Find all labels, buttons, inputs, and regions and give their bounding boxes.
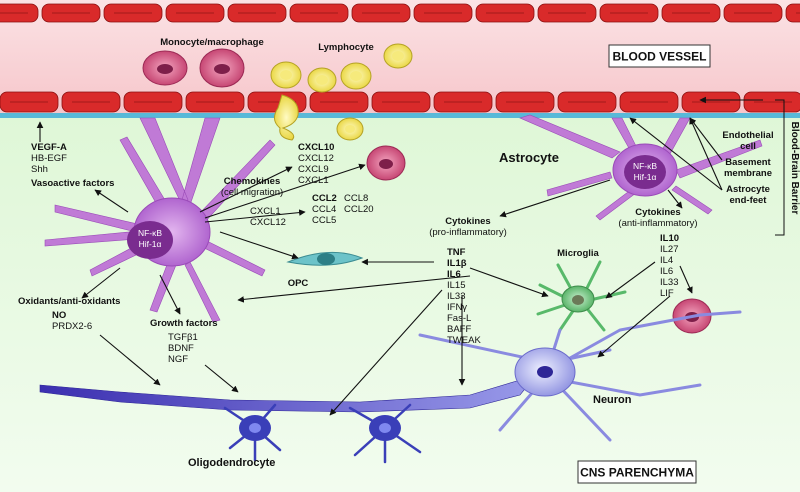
blood-vessel-box bbox=[608, 44, 711, 68]
neuron-label: Neuron bbox=[593, 394, 632, 406]
cyto-pro-title: Cytokines bbox=[445, 216, 490, 227]
cyto-pro-subtitle: (pro-inflammatory) bbox=[429, 227, 507, 238]
cyto-anti-item: IL33 bbox=[660, 277, 679, 288]
bbb-bracket bbox=[775, 99, 785, 236]
cyto-pro-item: Fas-L bbox=[447, 313, 471, 324]
opc-cell bbox=[286, 251, 364, 266]
oxidants-title: Oxidants/anti-oxidants bbox=[18, 296, 120, 307]
chemo-g2a-1: CCL4 bbox=[312, 204, 336, 215]
chemo-g2a-0: CCL2 bbox=[312, 193, 337, 204]
cyto-pro-item: BAFF bbox=[447, 324, 471, 335]
endothelial-row-top bbox=[0, 3, 800, 23]
bbb-endfeet-2: end-feet bbox=[730, 195, 768, 206]
cyto-pro-item: IL6 bbox=[447, 269, 461, 280]
bbb-endothelial-2: cell bbox=[740, 141, 756, 152]
chemokines-subtitle: (cell migration) bbox=[221, 187, 283, 198]
chemo-g2b-0: CCL8 bbox=[344, 193, 368, 204]
astrocyte-label: Astrocyte bbox=[499, 150, 559, 165]
endothelial-row-bottom bbox=[0, 91, 800, 113]
chemokines-title: Chemokines bbox=[224, 176, 281, 187]
chemo-opc-0: CXCL1 bbox=[250, 206, 281, 217]
cyto-anti-title: Cytokines bbox=[635, 207, 680, 218]
oxidants-prdx: PRDX2-6 bbox=[52, 321, 92, 332]
endothelial-cell bbox=[785, 3, 800, 23]
opc-label: OPC bbox=[288, 278, 309, 289]
cyto-pro-item: IL33 bbox=[447, 291, 466, 302]
signal-arrows bbox=[36, 96, 763, 416]
basement-membrane bbox=[0, 113, 800, 118]
astro-right-nfkb: NF-κB bbox=[633, 161, 657, 171]
blood-vessel-label: BLOOD VESSEL bbox=[612, 50, 706, 64]
oligodendrocyte-label: Oligodendrocyte bbox=[188, 457, 275, 469]
chemo-g2b-1: CCL20 bbox=[344, 204, 374, 215]
cns-parenchyma-label: CNS PARENCHYMA bbox=[580, 466, 694, 480]
vegf-label: VEGF-A bbox=[31, 142, 67, 153]
vasoactive-title: Vasoactive factors bbox=[31, 178, 114, 189]
oxidants-no: NO bbox=[52, 310, 66, 321]
hbegf-label: HB-EGF bbox=[31, 153, 67, 164]
oligodendrocyte-cells bbox=[223, 403, 422, 464]
monocyte-cell-2 bbox=[199, 48, 245, 88]
astro-left-hif: Hif-1α bbox=[139, 239, 162, 249]
growth-tgf: TGFβ1 bbox=[168, 332, 198, 343]
cyto-anti-item: IL10 bbox=[660, 233, 679, 244]
shh-label: Shh bbox=[31, 164, 48, 175]
chemo-g1-1: CXCL12 bbox=[298, 153, 334, 164]
astrocyte-left: NF-κB Hif-1α bbox=[44, 117, 276, 323]
microglia-label: Microglia bbox=[557, 248, 599, 259]
chemo-g2a-2: CCL5 bbox=[312, 215, 336, 226]
chemo-g1-2: CXCL9 bbox=[298, 164, 329, 175]
growth-ngf: NGF bbox=[168, 354, 188, 365]
neuron-cell bbox=[39, 310, 742, 442]
cyto-anti-item: IL4 bbox=[660, 255, 673, 266]
chemo-g1-0: CXCL10 bbox=[298, 142, 334, 153]
chemo-opc-1: CXCL12 bbox=[250, 217, 286, 228]
cyto-anti-item: LIF bbox=[660, 288, 674, 299]
cyto-pro-item: IFNγ bbox=[447, 302, 467, 313]
monocyte-label: Monocyte/macrophage bbox=[160, 37, 263, 48]
cyto-pro-item: TNF bbox=[447, 247, 466, 258]
astrocyte-right: NF-κB Hif-1α bbox=[519, 114, 763, 221]
cns-parenchyma-box bbox=[577, 460, 697, 484]
cyto-pro-item: IL15 bbox=[447, 280, 466, 291]
chemo-g1-3: CXCL1 bbox=[298, 175, 329, 186]
bbb-basement-1: Basement bbox=[725, 157, 771, 168]
lymphocyte-label: Lymphocyte bbox=[318, 42, 374, 53]
bbb-endothelial-1: Endothelial bbox=[722, 130, 773, 141]
cyto-pro-item: IL1β bbox=[447, 258, 467, 269]
recruited-monocyte bbox=[366, 145, 406, 181]
bbb-basement-2: membrane bbox=[724, 168, 772, 179]
cyto-anti-item: IL6 bbox=[660, 266, 673, 277]
astro-left-nfkb: NF-κB bbox=[138, 228, 162, 238]
lymphocyte-cells bbox=[270, 43, 413, 141]
cyto-anti-subtitle: (anti-inflammatory) bbox=[618, 218, 697, 229]
astro-right-hif: Hif-1α bbox=[634, 172, 657, 182]
bbb-endfeet-1: Astrocyte bbox=[726, 184, 770, 195]
bbb-label: Blood-Brain Barrier bbox=[789, 122, 800, 215]
monocyte-cell-1 bbox=[142, 50, 188, 86]
cyto-anti-item: IL27 bbox=[660, 244, 679, 255]
cyto-pro-item: TWEAK bbox=[447, 335, 481, 346]
growth-bdnf: BDNF bbox=[168, 343, 194, 354]
growth-title: Growth factors bbox=[150, 318, 218, 329]
